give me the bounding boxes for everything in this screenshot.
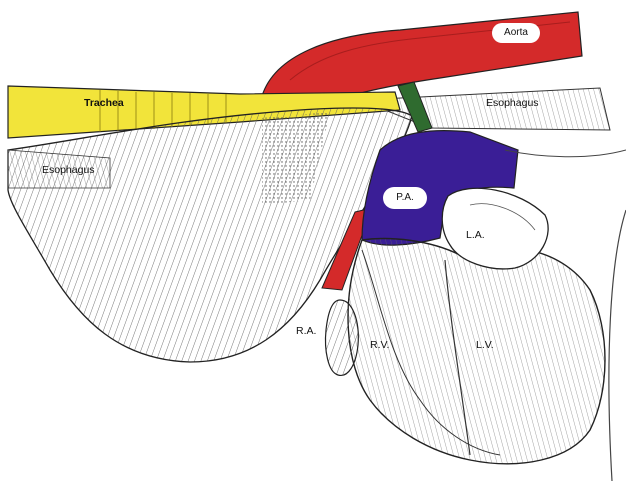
lung-edge bbox=[609, 210, 626, 481]
right-upper-edge bbox=[505, 150, 626, 157]
esophagus-label-left: Esophagus bbox=[42, 165, 95, 176]
right-atrium bbox=[326, 300, 359, 375]
left-ventricle-label: L.V. bbox=[476, 340, 494, 351]
esophagus-label-right: Esophagus bbox=[486, 98, 539, 109]
aorta-label: Aorta bbox=[492, 23, 540, 43]
heart-body bbox=[348, 239, 605, 464]
right-ventricle-label: R.V. bbox=[370, 340, 389, 351]
pulmonary-artery-label: P.A. bbox=[383, 187, 427, 209]
right-atrium-label: R.A. bbox=[296, 326, 316, 337]
trachea-label: Trachea bbox=[84, 98, 124, 109]
left-atrium-label: L.A. bbox=[466, 230, 485, 241]
